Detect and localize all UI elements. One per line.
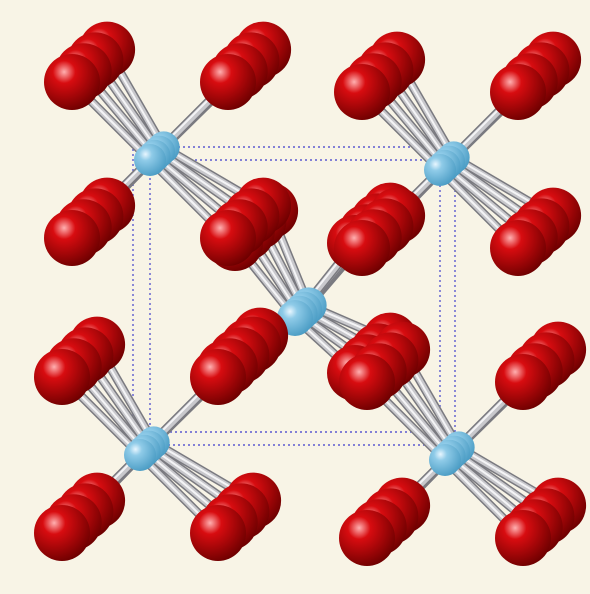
metal-site-top-left[interactable] (44, 21, 292, 266)
oxygen-atom[interactable] (334, 64, 390, 120)
metal-site-bottom-left[interactable] (34, 316, 282, 561)
metal-atom[interactable] (124, 439, 156, 471)
oxygen-atom[interactable] (190, 505, 246, 561)
oxygen-atom[interactable] (44, 210, 100, 266)
oxygen-atom[interactable] (339, 510, 395, 566)
oxygen-atom[interactable] (34, 349, 90, 405)
metal-atom[interactable] (424, 154, 456, 186)
oxygen-atom[interactable] (495, 510, 551, 566)
oxygen-atom[interactable] (200, 210, 256, 266)
oxygen-atom[interactable] (339, 354, 395, 410)
oxygen-atom[interactable] (34, 505, 90, 561)
metal-site-bottom-right[interactable] (339, 321, 587, 566)
oxygen-atom[interactable] (490, 64, 546, 120)
metal-site-top-right[interactable] (334, 31, 582, 276)
oxygen-atom[interactable] (200, 54, 256, 110)
oxygen-atom[interactable] (190, 349, 246, 405)
oxygen-atom[interactable] (334, 220, 390, 276)
oxygen-atom[interactable] (495, 354, 551, 410)
metal-atom[interactable] (134, 144, 166, 176)
metal-atom[interactable] (429, 444, 461, 476)
oxygen-atom[interactable] (490, 220, 546, 276)
oxygen-atom[interactable] (44, 54, 100, 110)
